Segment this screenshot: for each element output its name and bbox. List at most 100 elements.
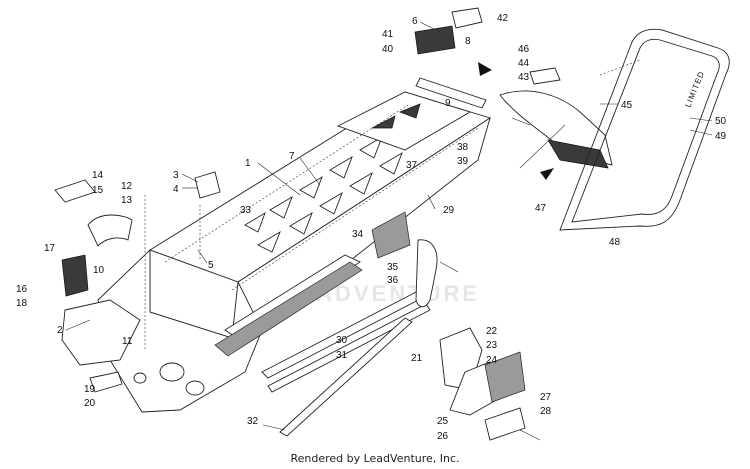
part-20-clip (484, 407, 526, 441)
callout-13: 13 (121, 195, 133, 206)
running-board-mesh (214, 261, 363, 357)
callout-29: 29 (443, 205, 455, 216)
callout-20: 20 (84, 398, 96, 409)
callout-17: 17 (44, 243, 56, 254)
part-4-mount (194, 171, 221, 199)
callout-50: 50 (715, 116, 727, 127)
callout-19: 19 (84, 384, 96, 395)
callout-18: 18 (16, 298, 28, 309)
leader-20 (519, 429, 541, 441)
callout-labels: 1 2 3 4 5 6 7 8 9 10 11 12 13 14 15 16 1… (16, 13, 727, 442)
part-42-cap (451, 7, 483, 29)
leader-50 (689, 117, 713, 122)
flap-edge (519, 124, 566, 169)
callout-39: 39 (457, 156, 469, 167)
leader-7 (299, 157, 321, 186)
right-side-brackets (371, 211, 438, 308)
callout-45: 45 (621, 100, 633, 111)
part-17-louver (61, 254, 89, 297)
leader-lines (65, 21, 713, 441)
front-left-components (54, 179, 146, 393)
callout-7: 7 (289, 151, 295, 162)
front-right-components (439, 327, 526, 441)
callout-31: 31 (336, 350, 348, 361)
part-19-clip (89, 371, 123, 393)
callout-48: 48 (609, 237, 621, 248)
tunnel-assembly (97, 91, 492, 413)
part-14-pad (54, 179, 96, 203)
fastener-path (599, 59, 641, 76)
deck-cutout (269, 195, 293, 219)
callout-38: 38 (457, 142, 469, 153)
callout-32: 32 (247, 416, 259, 427)
callout-24: 24 (486, 355, 498, 366)
callout-44: 44 (518, 58, 530, 69)
callout-1: 1 (245, 158, 251, 169)
callout-5: 5 (208, 260, 214, 271)
callout-33: 33 (240, 205, 252, 216)
leader-32 (262, 424, 286, 431)
callout-30: 30 (336, 335, 348, 346)
deck-cutout (329, 155, 353, 179)
callout-12: 12 (121, 181, 133, 192)
leader-46 (511, 117, 531, 126)
callout-46: 46 (518, 44, 530, 55)
deck-cutout (299, 175, 323, 199)
part-36-strap (415, 239, 438, 308)
callout-6: 6 (412, 16, 418, 27)
callout-10: 10 (93, 265, 105, 276)
part-43-decal (529, 67, 561, 85)
part-9-strip (415, 77, 487, 109)
rail-decal-text: LIMITED (684, 70, 707, 109)
leader-29 (427, 194, 436, 210)
deck-rear-cutout (371, 115, 396, 129)
callout-15: 15 (92, 185, 104, 196)
callout-22: 22 (486, 326, 498, 337)
callout-47: 47 (535, 203, 547, 214)
rod-32 (279, 317, 413, 437)
bulkhead-hole (185, 380, 205, 396)
callout-9: 9 (445, 98, 451, 109)
leader-6 (419, 21, 441, 33)
part-45-flap (499, 90, 613, 166)
callout-36: 36 (387, 275, 399, 286)
callout-2: 2 (57, 325, 63, 336)
callout-28: 28 (540, 406, 552, 417)
deck-cutout (379, 151, 403, 175)
callout-25: 25 (437, 416, 449, 427)
part-45-flap-lower (547, 139, 609, 169)
deck-cutout (244, 211, 266, 233)
part-40-bracket (414, 25, 456, 55)
grab-rail-inner (571, 38, 720, 223)
leader-3 (181, 173, 199, 183)
deck-cutout (257, 230, 281, 253)
leader-1 (257, 162, 301, 196)
callout-16: 16 (16, 284, 28, 295)
callout-43: 43 (518, 72, 530, 83)
leader-2 (65, 319, 91, 331)
tunnel-front-bulkhead (97, 248, 263, 413)
callout-35: 35 (387, 262, 399, 273)
snowflap-assembly (499, 67, 613, 180)
part-13-bracket (87, 214, 133, 247)
callout-21: 21 (411, 353, 423, 364)
leader-33 (439, 261, 459, 273)
deck-cutout (289, 211, 313, 235)
callout-3: 3 (173, 170, 179, 181)
deck-cutout (319, 191, 343, 215)
arrow-marker (478, 62, 492, 76)
callout-27: 27 (540, 392, 552, 403)
callout-14: 14 (92, 170, 104, 181)
part-27-vent (484, 351, 526, 403)
callout-4: 4 (173, 184, 179, 195)
callout-41: 41 (382, 29, 394, 40)
bulkhead-hole (133, 372, 147, 384)
grab-rail-outer (559, 28, 730, 231)
callout-37: 37 (406, 160, 418, 171)
callout-8: 8 (465, 36, 471, 47)
deck-rear-plate (336, 91, 472, 151)
rivet-row (164, 104, 409, 263)
callout-34: 34 (352, 229, 364, 240)
footer-credit: Rendered by LeadVenture, Inc. (290, 452, 460, 465)
